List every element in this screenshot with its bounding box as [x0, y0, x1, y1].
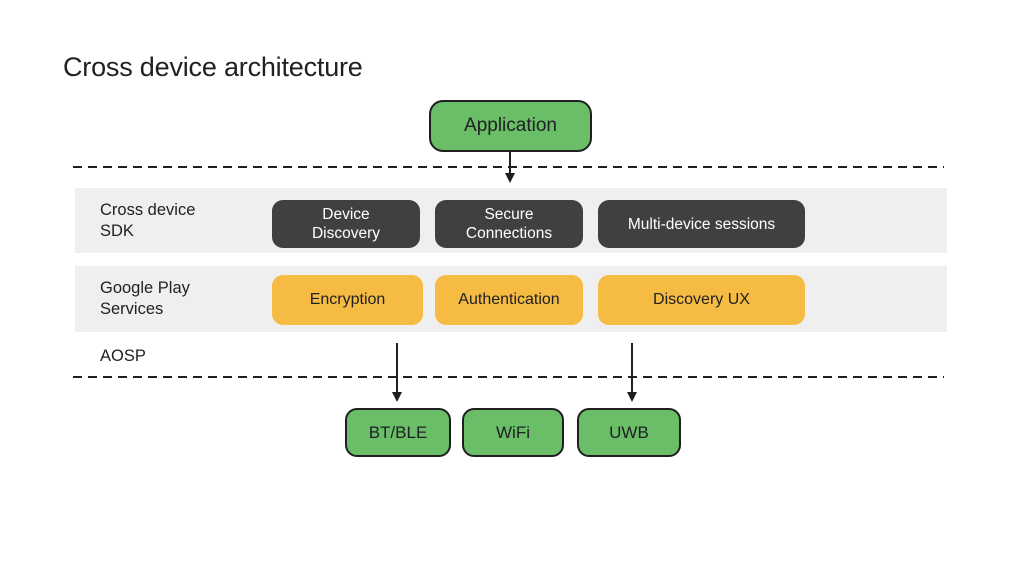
transport-box-wifi: WiFi — [462, 408, 564, 457]
sdk-box-device-discovery: Device Discovery — [272, 200, 420, 248]
transport-box-btble: BT/BLE — [345, 408, 451, 457]
arrow-to-uwb — [631, 343, 633, 393]
layer-label-google-play-services: Google Play Services — [100, 279, 190, 318]
gps-box-discovery-ux: Discovery UX — [598, 275, 805, 325]
application-box: Application — [429, 100, 592, 152]
sdk-box-multi-device-sessions: Multi-device sessions — [598, 200, 805, 248]
sdk-box-secure-connections: Secure Connections — [435, 200, 583, 248]
page-title: Cross device architecture — [63, 52, 363, 82]
dashed-divider-bottom — [73, 376, 944, 378]
layer-label-aosp: AOSP — [100, 347, 146, 365]
arrow-to-btble — [396, 343, 398, 393]
arrow-application-to-sdk — [509, 152, 511, 174]
transport-box-uwb: UWB — [577, 408, 681, 457]
layer-label-cross-device-sdk: Cross device SDK — [100, 200, 196, 240]
dashed-divider-top — [73, 166, 944, 168]
layer-band-cross-device-sdk: Cross device SDK Device Discovery Secure… — [75, 188, 947, 253]
gps-box-authentication: Authentication — [435, 275, 583, 325]
gps-box-encryption: Encryption — [272, 275, 423, 325]
layer-band-google-play-services: Google Play Services Encryption Authenti… — [75, 266, 947, 332]
